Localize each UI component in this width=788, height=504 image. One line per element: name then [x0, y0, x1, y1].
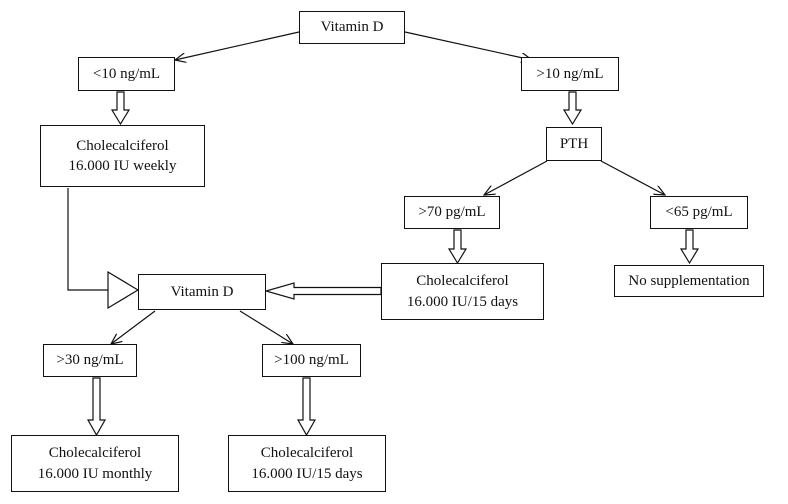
block-arrow-gt70-to-chol	[447, 229, 468, 265]
box-text-line: Cholecalciferol	[76, 137, 169, 154]
gt10-box: >10 ng/mL	[521, 57, 619, 91]
arrow-vitd-mid-to-gt100	[239, 310, 293, 344]
block-arrow-lt65-to-nosupp	[679, 229, 700, 265]
vitamin-d-top-box: Vitamin D	[299, 11, 405, 44]
arrow-vitd-to-gt10	[404, 31, 532, 60]
block-arrow-gt30-to-monthly	[86, 377, 107, 437]
box-text-line: No supplementation	[628, 272, 750, 289]
box-text-line: Vitamin D	[320, 19, 384, 36]
box-text-line: <65 pg/mL	[665, 204, 733, 221]
box-text-line: <10 ng/mL	[92, 65, 161, 82]
box-text-line: Vitamin D	[170, 283, 234, 300]
cholecalciferol-15-days-box-right: Cholecalciferol 16.000 IU/15 days	[381, 263, 544, 320]
box-text-line: PTH	[559, 135, 589, 152]
box-text-line: 16.000 IU/15 days	[406, 293, 519, 310]
box-text-line: >10 ng/mL	[536, 65, 604, 82]
box-text-line: Cholecalciferol	[48, 445, 142, 462]
box-text-line: Cholecalciferol	[260, 445, 354, 462]
box-text-line: Cholecalciferol	[416, 273, 509, 290]
lt10-box: <10 ng/mL	[78, 57, 175, 91]
block-arrow-lt10-to-weekly	[110, 91, 131, 126]
cholecalciferol-15-days-box-bottom: Cholecalciferol 16.000 IU/15 days	[228, 435, 386, 492]
gt30-box: >30 ng/mL	[43, 344, 137, 377]
cholecalciferol-monthly-box: Cholecalciferol 16.000 IU monthly	[11, 435, 179, 492]
triangle-arrowhead-into-vitd-mid	[107, 270, 140, 310]
box-text-line: 16.000 IU weekly	[68, 158, 177, 174]
connector-weekly-to-vitd-mid	[67, 188, 108, 291]
box-text-line: 16.000 IU/15 days	[251, 465, 363, 482]
box-text-line: >30 ng/mL	[56, 352, 124, 369]
gt70-box: >70 pg/mL	[404, 196, 500, 229]
pth-box: PTH	[546, 127, 602, 161]
cholecalciferol-weekly-box: Cholecalciferol 16.000 IU weekly	[40, 125, 205, 187]
arrow-vitd-to-lt10	[175, 31, 300, 60]
box-text-line: 16.000 IU monthly	[37, 465, 153, 482]
block-arrow-gt10-to-pth	[562, 91, 583, 126]
arrow-pth-to-gt70	[484, 160, 548, 195]
gt100-box: >100 ng/mL	[262, 344, 361, 377]
arrow-pth-to-lt65	[600, 160, 665, 195]
arrow-vitd-mid-to-gt30	[111, 310, 156, 344]
box-text-line: >100 ng/mL	[274, 352, 349, 369]
block-arrow-chol-to-vitd-mid	[263, 282, 382, 300]
lt65-box: <65 pg/mL	[650, 196, 748, 229]
no-supplementation-box: No supplementation	[614, 265, 764, 297]
box-text-line: >70 pg/mL	[418, 204, 486, 221]
block-arrow-gt100-to-15days	[296, 377, 317, 437]
vitamin-d-mid-box: Vitamin D	[138, 274, 266, 310]
